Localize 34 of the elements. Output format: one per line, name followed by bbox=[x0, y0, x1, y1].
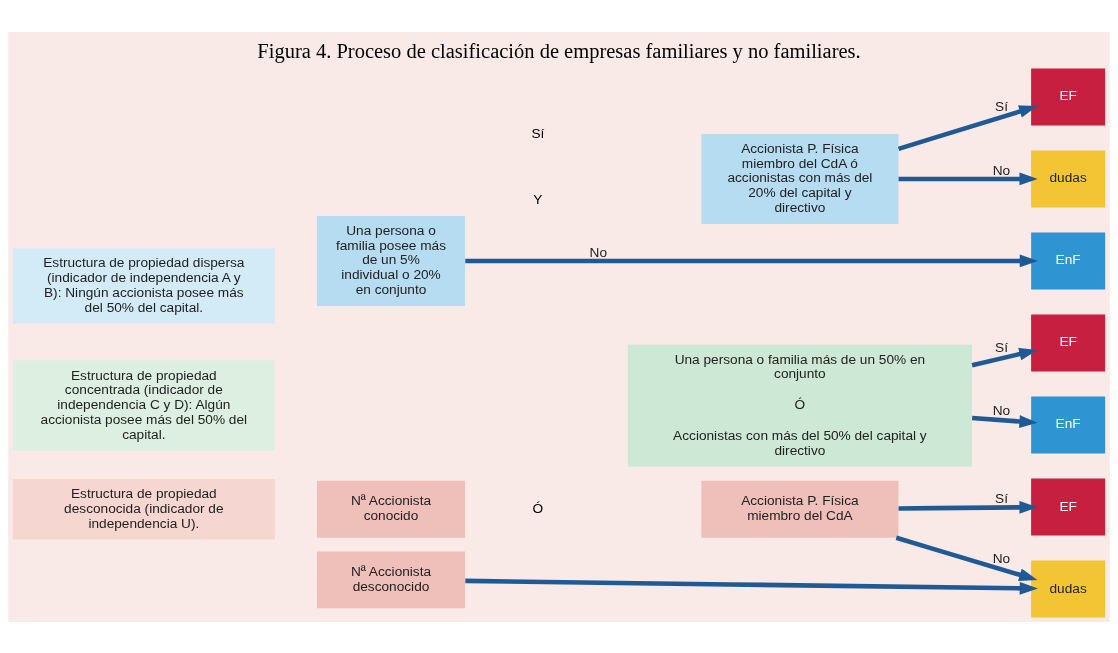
node-box: Accionista P. Física miembro del CdA ó accionistas con más del 20% del capital y directivo bbox=[701, 133, 899, 224]
label: Y bbox=[533, 191, 543, 207]
edge-label: No bbox=[589, 244, 608, 260]
arrow bbox=[465, 578, 1038, 595]
node-box: dudas bbox=[1031, 560, 1106, 617]
arrow bbox=[897, 104, 1038, 151]
arrow bbox=[465, 254, 1038, 267]
edge-label: Sí bbox=[995, 490, 1008, 506]
label: Sí bbox=[531, 125, 545, 141]
node-box: Nª Accionista conocido bbox=[316, 480, 466, 538]
edge-label: Sí bbox=[995, 98, 1008, 114]
node-box: Una persona o familia más de un 50% en conjunto Ó Accionistas con más del 50% del capital y directivo bbox=[627, 344, 972, 467]
arrow bbox=[971, 347, 1038, 367]
arrow bbox=[898, 172, 1038, 185]
node-box: EnF bbox=[1031, 396, 1106, 453]
edge-label: No bbox=[992, 162, 1011, 178]
node-box: EF bbox=[1031, 478, 1106, 535]
node-box: dudas bbox=[1031, 149, 1106, 207]
node-box: Estructura de propiedad dispersa (indicador de independencia A y B): Ningún accionista posee más del 50% del capital. bbox=[12, 247, 275, 324]
node-box: Accionista P. Física miembro del CdA bbox=[701, 480, 899, 538]
node-box: Estructura de propiedad concentrada (indicador de independencia C y D): Algún accionista posee más del 50% del capital. bbox=[12, 360, 275, 451]
label: Ó bbox=[532, 500, 544, 516]
arrow bbox=[898, 500, 1038, 514]
node-box: EF bbox=[1031, 67, 1106, 125]
edge-label: Sí bbox=[995, 339, 1008, 355]
arrow bbox=[895, 535, 1038, 581]
edge-label: No bbox=[992, 550, 1011, 566]
node-box: Una persona o familia posee más de un 5% individual o 20% en conjunto bbox=[316, 215, 466, 306]
node-box: EnF bbox=[1031, 231, 1106, 289]
diagram-title: Figura 4. Proceso de clasificación de empresas familiares y no familiares. bbox=[257, 39, 861, 62]
arrow bbox=[971, 414, 1038, 428]
node-box: EF bbox=[1031, 313, 1106, 371]
node-box: Nª Accionista desconocido bbox=[316, 550, 466, 608]
edge-label: No bbox=[992, 402, 1011, 418]
